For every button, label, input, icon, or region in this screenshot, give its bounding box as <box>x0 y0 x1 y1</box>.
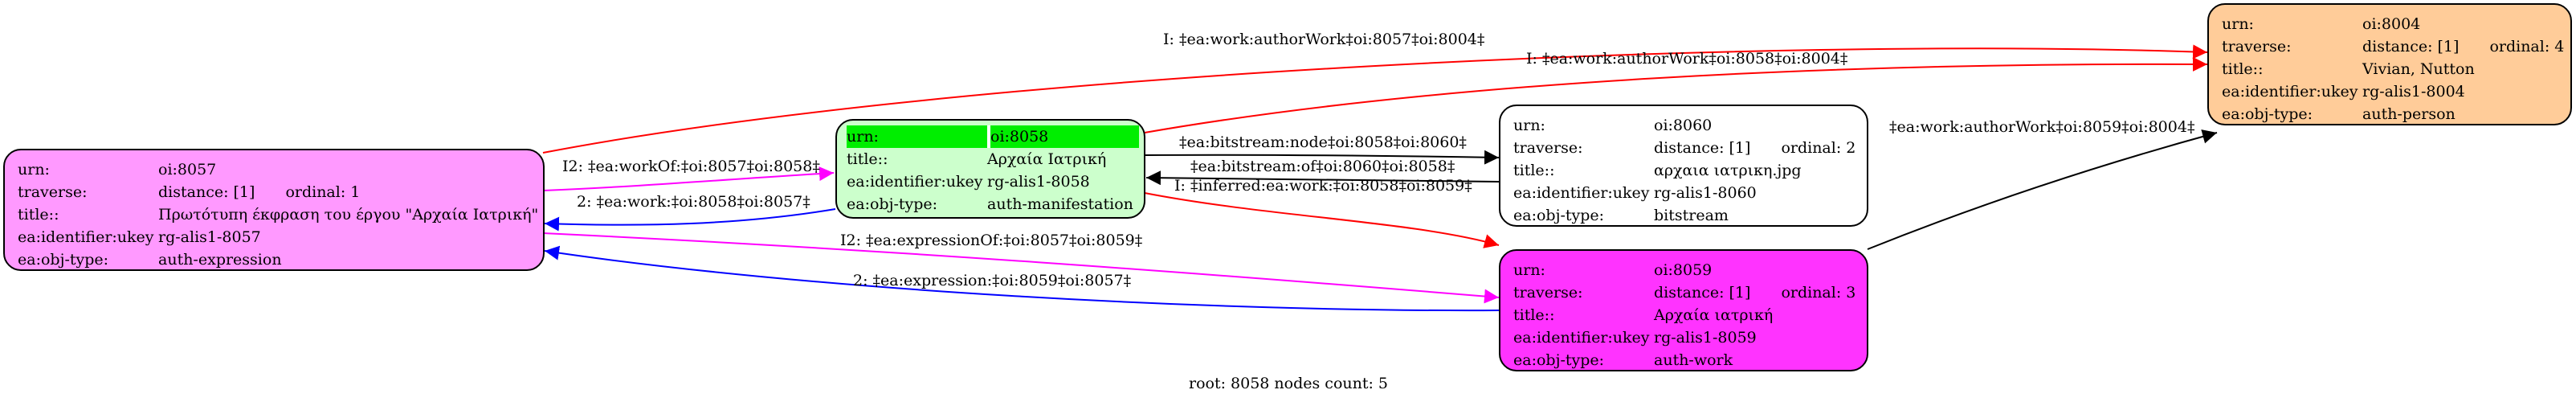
objtype-key: ea:obj-type: <box>847 195 938 213</box>
edge-label-work: 2: ‡ea:work:‡oi:8058‡oi:8057‡ <box>577 193 810 211</box>
edge-workof-8057-8058 <box>542 166 835 191</box>
title-value: Αρχαία Ιατρική <box>987 150 1107 168</box>
ordinal-value: ordinal: 4 <box>2489 38 2565 55</box>
edge-label-bitstream-of: ‡ea:bitstream:of‡oi:8060‡oi:8058‡ <box>1190 158 1455 175</box>
title-key: title:: <box>1513 162 1555 179</box>
title-key: title:: <box>847 150 888 168</box>
edge-work-8058-8057 <box>544 208 836 232</box>
node-oi-8057[interactable]: urn: oi:8057 traverse: distance: [1] ordina… <box>3 149 545 271</box>
distance-value: distance: [1] <box>158 183 255 201</box>
urn-value: oi:8058 <box>990 125 1139 148</box>
edge-label-author-8059-8004: ‡ea:work:authorWork‡oi:8059‡oi:8004‡ <box>1889 118 2195 136</box>
node-oi-8004[interactable]: urn: oi:8004 traverse: distance: [1] ordina… <box>2207 3 2572 125</box>
urn-value: oi:8004 <box>2362 15 2421 33</box>
edge-bitstream-of <box>1145 170 1500 186</box>
title-value: Vivian, Nutton <box>2362 60 2475 78</box>
ukey-key: ea:identifier:ukey <box>1513 329 1650 347</box>
objtype-key: ea:obj-type: <box>2222 105 2313 123</box>
traverse-key: traverse: <box>1513 139 1583 157</box>
edge-label-bitstream-node: ‡ea:bitstream:node‡oi:8058‡oi:8060‡ <box>1179 133 1467 151</box>
objtype-value: auth-person <box>2362 105 2456 123</box>
edge-label-author-8058-8004: I: ‡ea:work:authorWork‡oi:8058‡oi:8004‡ <box>1526 50 1848 68</box>
urn-key: urn: <box>2222 15 2254 33</box>
edge-inferred-work <box>1144 192 1500 248</box>
node-oi-8058[interactable]: urn:oi:8058 title::Αρχαία Ιατρική ea:ide… <box>835 119 1145 219</box>
urn-key: urn: <box>18 161 50 178</box>
ordinal-value: ordinal: 1 <box>285 183 361 201</box>
edge-label-workof: I2: ‡ea:workOf:‡oi:8057‡oi:8058‡ <box>562 158 820 175</box>
urn-key: urn: <box>1513 261 1545 279</box>
ukey-key: ea:identifier:ukey <box>1513 184 1650 202</box>
title-key: title:: <box>1513 306 1555 324</box>
ukey-value: rg-alis1-8060 <box>1654 184 1757 202</box>
ukey-value: rg-alis1-8004 <box>2362 83 2465 100</box>
urn-key: urn: <box>1513 117 1545 134</box>
urn-key: urn: <box>847 125 990 148</box>
ordinal-value: ordinal: 2 <box>1781 139 1856 157</box>
ukey-key: ea:identifier:ukey <box>18 228 154 246</box>
title-key: title:: <box>18 206 59 224</box>
edge-label-inferred-work: I: ‡inferred:ea:work:‡oi:8058‡oi:8059‡ <box>1174 177 1472 195</box>
objtype-value: auth-expression <box>158 251 282 269</box>
edge-label-author-8057-8004: I: ‡ea:work:authorWork‡oi:8057‡oi:8004‡ <box>1163 31 1485 48</box>
objtype-value: bitstream <box>1654 207 1729 224</box>
node-oi-8060[interactable]: urn: oi:8060 traverse: distance: [1] ordina… <box>1499 105 1868 227</box>
ukey-value: rg-alis1-8059 <box>1654 329 1757 347</box>
objtype-value: auth-work <box>1654 351 1733 369</box>
ukey-value: rg-alis1-8058 <box>987 173 1090 191</box>
edge-author-8058-8004 <box>1144 56 2208 133</box>
node-oi-8059[interactable]: urn: oi:8059 traverse: distance: [1] ordina… <box>1499 249 1868 371</box>
graph-caption: root: 8058 nodes count: 5 <box>1189 375 1389 392</box>
ukey-key: ea:identifier:ukey <box>847 173 983 191</box>
title-value: Πρωτότυπη έκφραση του έργου "Αρχαία Ιατρ… <box>158 206 539 224</box>
ordinal-value: ordinal: 3 <box>1781 284 1856 302</box>
traverse-key: traverse: <box>2222 38 2292 55</box>
title-value: αρχαια ιατρικη.jpg <box>1654 162 1802 179</box>
edge-author-8057-8004 <box>542 44 2208 154</box>
distance-value: distance: [1] <box>1654 284 1751 302</box>
edge-expressionof <box>542 232 1500 304</box>
title-value: Αρχαία ιατρική <box>1654 306 1774 324</box>
urn-value: oi:8060 <box>1654 117 1713 134</box>
edge-author-8059-8004 <box>1867 129 2218 250</box>
urn-value: oi:8057 <box>158 161 217 178</box>
distance-value: distance: [1] <box>1654 139 1751 157</box>
objtype-key: ea:obj-type: <box>18 251 109 269</box>
title-key: title:: <box>2222 60 2264 78</box>
ukey-value: rg-alis1-8057 <box>158 228 261 246</box>
ukey-key: ea:identifier:ukey <box>2222 83 2358 100</box>
objtype-key: ea:obj-type: <box>1513 351 1605 369</box>
urn-value: oi:8059 <box>1654 261 1713 279</box>
traverse-key: traverse: <box>18 183 88 201</box>
objtype-key: ea:obj-type: <box>1513 207 1605 224</box>
distance-value: distance: [1] <box>2362 38 2460 55</box>
edge-expression <box>544 245 1500 312</box>
edge-bitstream-node <box>1144 150 1500 165</box>
objtype-value: auth-manifestation <box>987 195 1133 213</box>
edge-label-expression: 2: ‡ea:expression:‡oi:8059‡oi:8057‡ <box>853 272 1132 289</box>
traverse-key: traverse: <box>1513 284 1583 302</box>
edge-label-expressionof: I2: ‡ea:expressionOf:‡oi:8057‡oi:8059‡ <box>840 232 1143 249</box>
